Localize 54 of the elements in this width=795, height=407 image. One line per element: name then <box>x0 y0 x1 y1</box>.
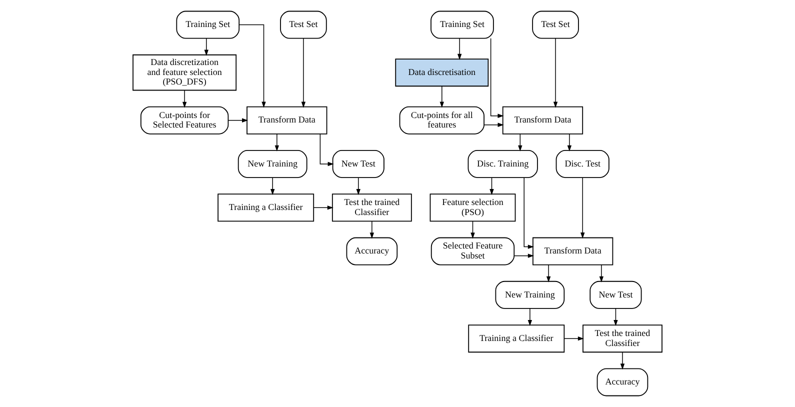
arrow <box>204 38 208 56</box>
arrow <box>484 122 504 127</box>
node-box: Transform Data <box>502 106 584 134</box>
arrow <box>274 134 280 152</box>
node-box: Cut-points for Selected Features <box>140 106 229 134</box>
node-box: Test Set <box>532 10 579 39</box>
node-box: New Test <box>332 150 384 178</box>
node-box: Data discretization and feature selection (PSO_DFS) <box>132 54 237 91</box>
arrow <box>490 38 504 118</box>
node-box: New Test <box>590 280 642 309</box>
arrow <box>546 264 551 282</box>
node-box: Accuracy <box>346 237 398 266</box>
node-box: Training Set <box>176 10 240 39</box>
arrow <box>614 308 618 326</box>
arrow <box>470 220 475 239</box>
node-box: Training Set <box>430 10 494 39</box>
arrow <box>518 134 522 152</box>
arrow <box>356 177 360 196</box>
arrow <box>239 24 266 108</box>
arrow <box>301 38 306 108</box>
arrow <box>314 206 334 210</box>
node-box: Disc. Test <box>556 150 610 178</box>
arrow <box>320 134 334 166</box>
node-box: Training a Classifier <box>468 324 565 353</box>
arrow <box>567 134 572 152</box>
arrow <box>370 220 374 239</box>
arrow <box>620 352 625 370</box>
arrow <box>270 177 275 196</box>
node-box: Transform Data <box>246 106 328 134</box>
node-box: Feature selection (PSO) <box>430 194 516 222</box>
arrow <box>440 86 444 108</box>
arrow <box>580 177 585 239</box>
node-box: Test Set <box>280 10 327 39</box>
arrow <box>524 177 534 249</box>
arrow <box>228 118 248 122</box>
arrow <box>528 308 532 326</box>
arrow <box>564 336 584 341</box>
node-box: Selected Feature Subset <box>430 237 515 266</box>
node-box: New Training <box>495 280 565 309</box>
arrow <box>599 264 604 282</box>
node-box: Cut-points for all features <box>399 106 484 134</box>
node-box: Test the trained Classifier <box>582 324 662 353</box>
node-box: Transform Data <box>532 237 614 266</box>
node-box: New Training <box>238 150 308 178</box>
arrow <box>553 38 558 108</box>
arrow <box>457 38 462 60</box>
arrow <box>514 254 534 258</box>
node-box: Test the trained Classifier <box>332 194 412 222</box>
arrow <box>182 90 187 108</box>
arrow <box>490 177 494 196</box>
node-box: Disc. Training <box>468 150 538 178</box>
node-box: Accuracy <box>596 368 648 396</box>
node-box: Data discretisation <box>395 58 489 87</box>
node-box: Training a Classifier <box>218 194 314 222</box>
